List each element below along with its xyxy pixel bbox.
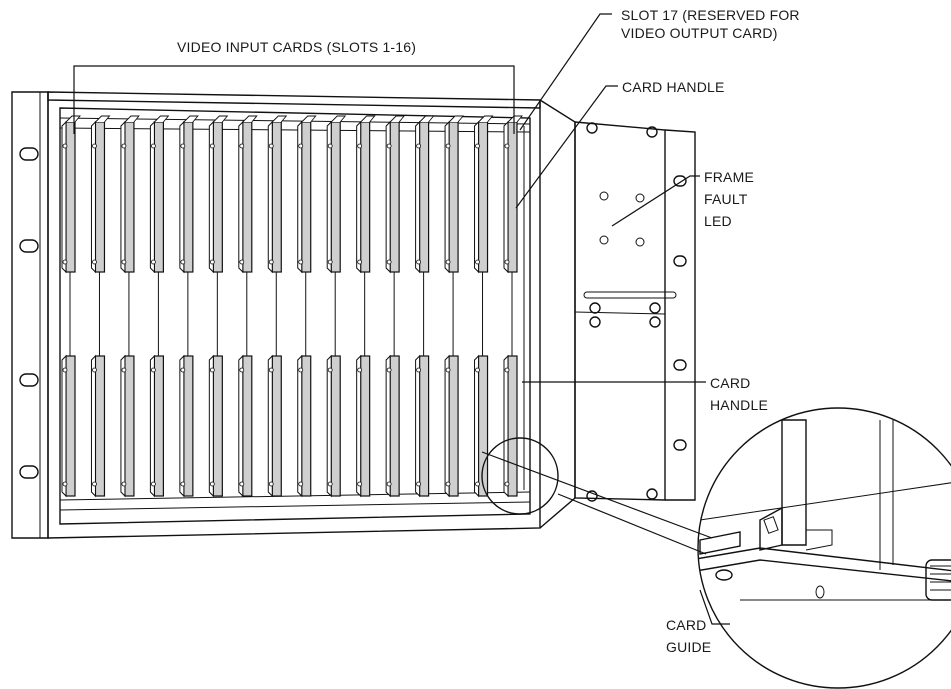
video-input-cards-label: VIDEO INPUT CARDS (SLOTS 1-16) [177, 39, 416, 55]
video-input-card [503, 115, 523, 498]
leader-lines [481, 13, 730, 625]
video-input-card [120, 115, 140, 498]
card-guide-label-line1: CARD [666, 617, 706, 633]
frame-fault-led [599, 191, 645, 247]
detail-circle [481, 437, 559, 515]
slot-17-label-line2: VIDEO OUTPUT CARD) [621, 25, 778, 41]
video-input-card [267, 115, 288, 498]
video-input-card [444, 115, 465, 498]
video-input-card [90, 115, 111, 498]
magnified-card-guide-view [697, 407, 951, 689]
video-input-card [415, 115, 435, 498]
cards-bracket [73, 65, 515, 134]
card-handle-right-label-line2: HANDLE [710, 397, 768, 413]
video-input-card [356, 115, 376, 498]
video-input-card [179, 115, 199, 498]
slot-17-label-line1: SLOT 17 (RESERVED FOR [621, 7, 800, 23]
video-input-card [208, 115, 229, 498]
frame-fault-label-line2: FAULT [704, 191, 748, 207]
frame-fault-label-line1: FRAME [704, 169, 754, 185]
video-input-card [326, 115, 347, 498]
video-input-card [238, 115, 258, 498]
frame-fault-label-line3: LED [704, 213, 732, 229]
rack-frame [11, 91, 696, 539]
video-input-card [149, 115, 170, 498]
card-guide-label-line2: GUIDE [666, 639, 711, 655]
right-ear-slots [673, 175, 687, 451]
slot-17 [523, 126, 531, 490]
video-input-card [385, 115, 406, 498]
video-input-card [61, 115, 81, 498]
left-ear-slots [19, 147, 39, 479]
video-input-card [297, 115, 317, 498]
video-input-card [474, 115, 494, 498]
card-handle-top-label: CARD HANDLE [622, 79, 725, 95]
video-input-cards [61, 115, 523, 498]
panel-screws [586, 122, 661, 502]
card-handle-right-label-line1: CARD [710, 375, 750, 391]
